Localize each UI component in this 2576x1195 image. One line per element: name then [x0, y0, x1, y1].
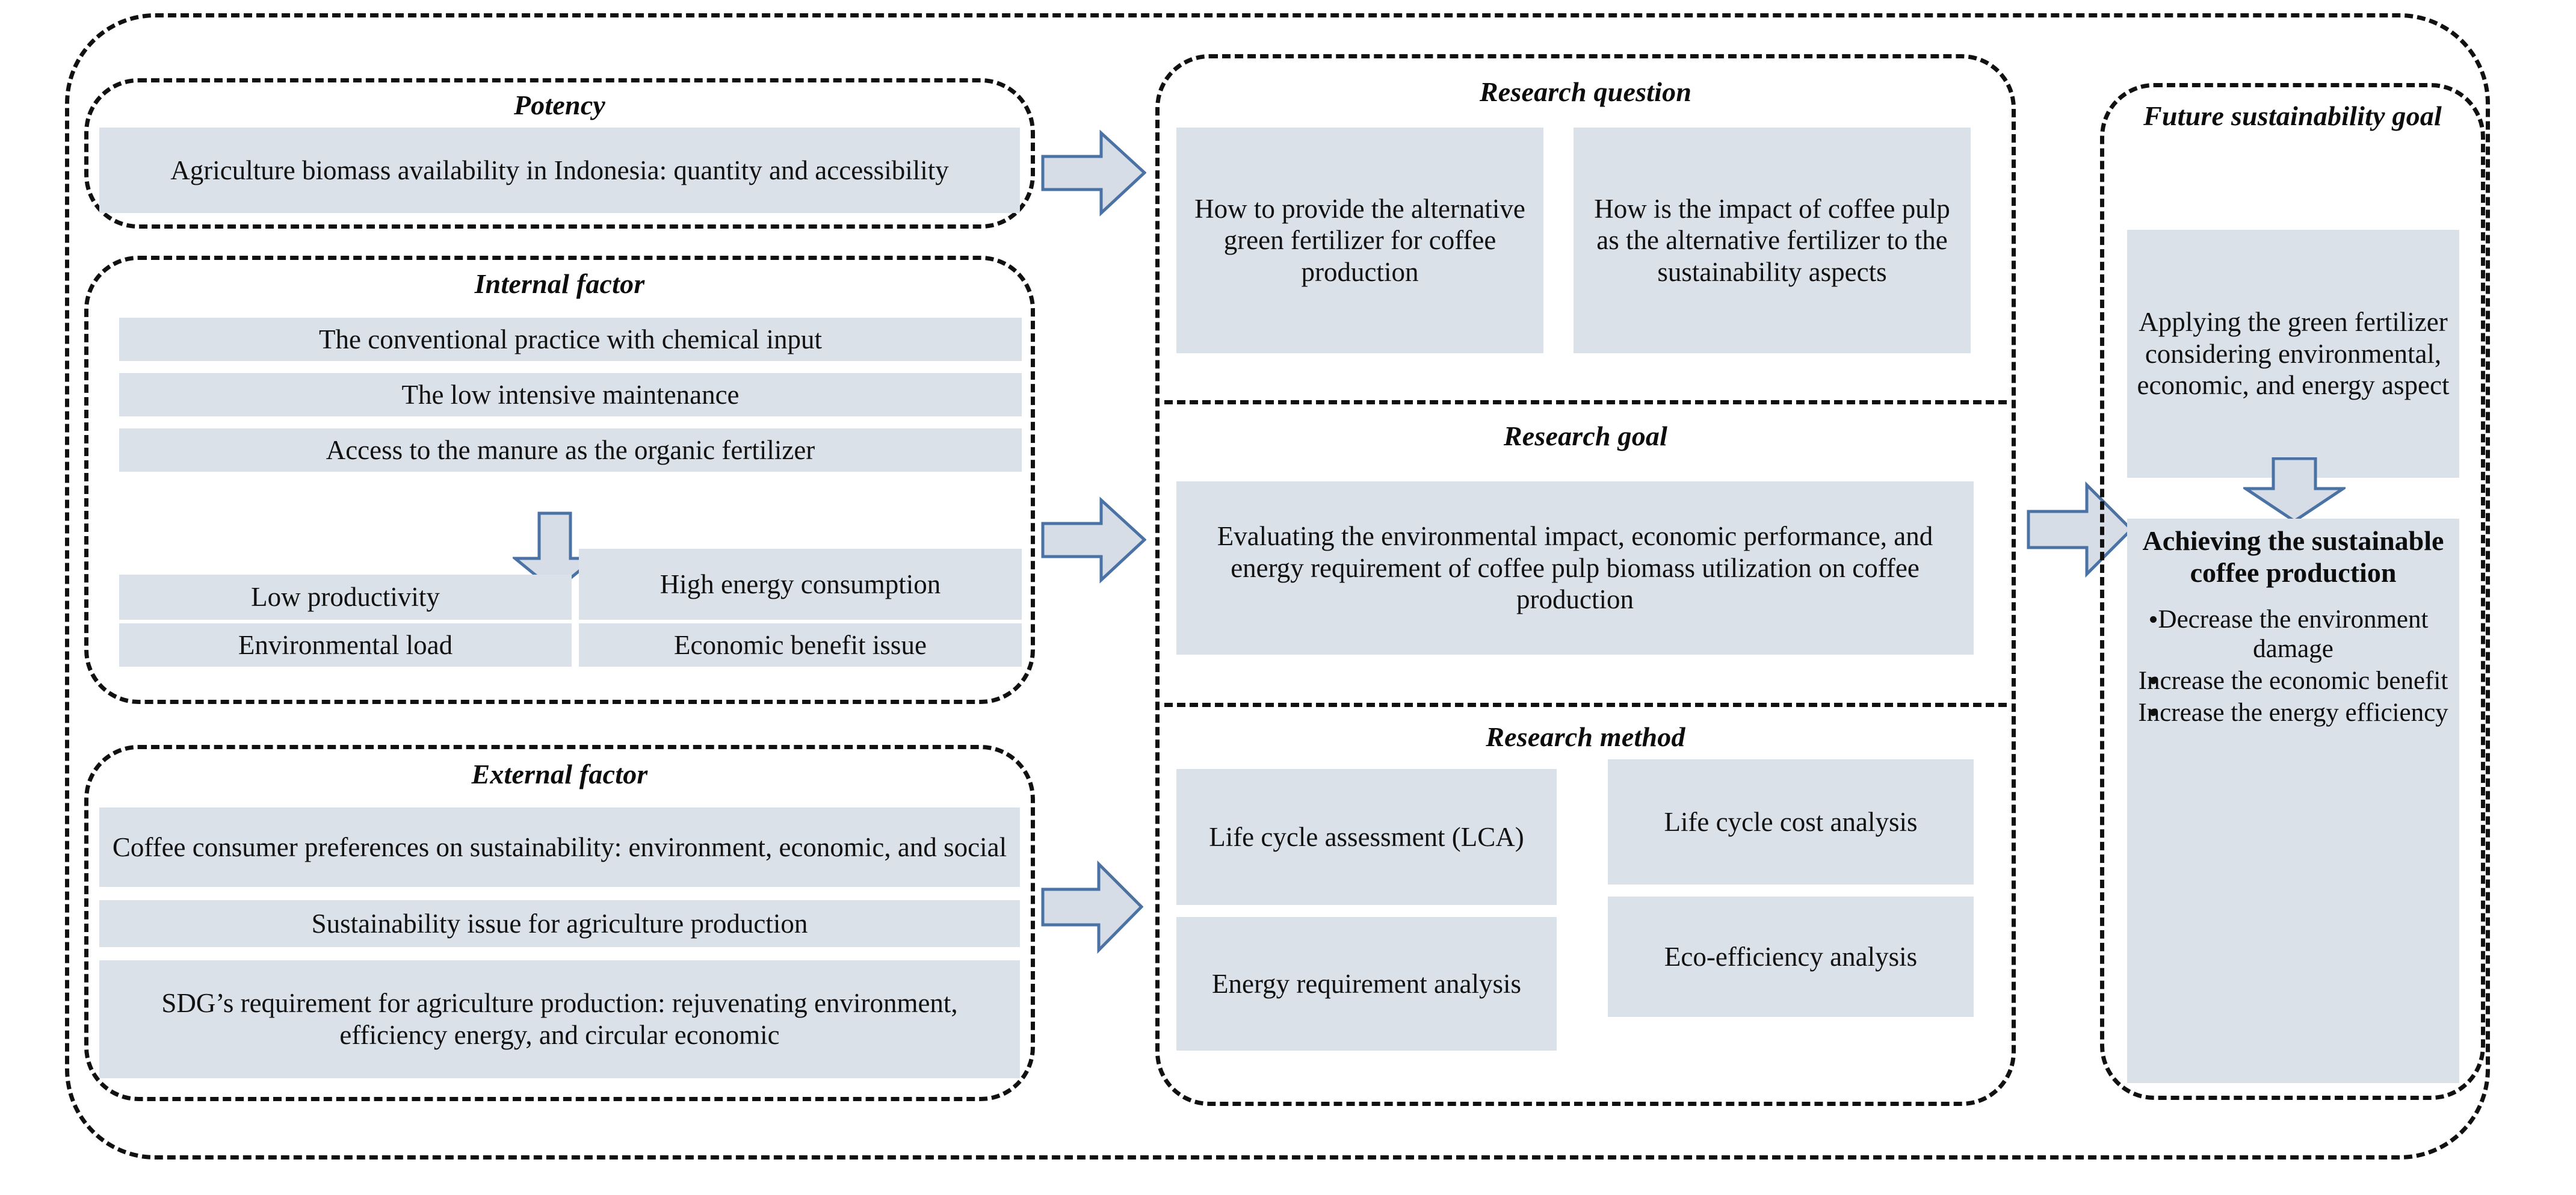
future-goal-bullet-1: Increase the economic benefit — [2138, 666, 2448, 695]
list-item: Increase the economic benefit — [2137, 666, 2450, 696]
research-method-item-left-1: Energy requirement analysis — [1176, 917, 1557, 1051]
arrow-down-icon-future — [2243, 457, 2346, 523]
internal-outcome-right-1: Economic benefit issue — [579, 623, 1022, 667]
bullet-dot-icon — [2150, 677, 2157, 684]
middle-separator-2 — [1164, 703, 2007, 707]
future-goal-applying-box: Applying the green fertilizer considerin… — [2127, 230, 2459, 478]
research-question-title: Research question — [1479, 76, 1692, 107]
future-goal-achieving-box: Achieving the sustainable coffee product… — [2127, 519, 2459, 1083]
internal-factor-item-1: The low intensive maintenance — [119, 373, 1022, 416]
arrow-down-icon-internal — [513, 511, 597, 593]
external-factor-title: External factor — [471, 759, 648, 789]
internal-outcome-right-0: High energy consumption — [579, 549, 1022, 620]
potency-item-0: Agriculture biomass availability in Indo… — [99, 128, 1020, 213]
internal-factor-title: Internal factor — [474, 268, 645, 299]
bullet-dot-icon — [2150, 709, 2157, 716]
research-goal-title: Research goal — [1503, 421, 1668, 451]
potency-title: Potency — [513, 90, 606, 120]
internal-outcome-left-0: Low productivity — [119, 575, 572, 620]
future-goal-bullet-2: Increase the energy efficiency — [2138, 698, 2448, 727]
list-item: Increase the energy efficiency — [2137, 698, 2450, 727]
research-goal-item-0: Evaluating the environmental impact, eco… — [1176, 481, 1974, 655]
list-item: Decrease the environment damage — [2137, 605, 2450, 664]
future-goal-achieving-heading: Achieving the sustainable coffee product… — [2142, 525, 2444, 588]
future-goal-group — [2100, 83, 2485, 1100]
future-goal-bullet-list: Decrease the environment damage Increase… — [2137, 605, 2450, 727]
arrow-right-icon-potency — [1041, 129, 1146, 217]
research-method-item-right-0: Life cycle cost analysis — [1608, 759, 1974, 885]
research-question-item-0: How to provide the alternative green fer… — [1176, 128, 1543, 353]
research-question-item-1: How is the impact of coffee pulp as the … — [1574, 128, 1971, 353]
future-goal-bullet-0: Decrease the environment damage — [2158, 605, 2429, 663]
internal-factor-group — [84, 256, 1035, 704]
external-factor-item-2: SDG’s requirement for agriculture produc… — [99, 960, 1020, 1078]
arrow-right-icon-external — [1041, 860, 1143, 954]
external-factor-item-0: Coffee consumer preferences on sustainab… — [99, 807, 1020, 887]
external-factor-item-1: Sustainability issue for agriculture pro… — [99, 900, 1020, 947]
middle-column-group — [1155, 54, 2016, 1106]
arrow-right-icon-internal — [1041, 496, 1146, 584]
outer-dashed-frame — [65, 13, 2490, 1159]
future-goal-title: Future sustainability goal — [2143, 100, 2442, 131]
external-factor-group — [84, 745, 1035, 1101]
research-method-item-left-0: Life cycle assessment (LCA) — [1176, 769, 1557, 905]
internal-factor-item-2: Access to the manure as the organic fert… — [119, 428, 1022, 472]
research-method-title: Research method — [1486, 721, 1685, 752]
internal-factor-item-0: The conventional practice with chemical … — [119, 318, 1022, 361]
middle-separator-1 — [1164, 400, 2007, 404]
research-method-item-right-1: Eco-efficiency analysis — [1608, 897, 1974, 1017]
arrow-right-icon-middle-to-right — [2027, 481, 2134, 578]
bullet-dot-icon — [2150, 616, 2157, 623]
potency-group — [84, 78, 1035, 229]
internal-outcome-left-1: Environmental load — [119, 623, 572, 667]
